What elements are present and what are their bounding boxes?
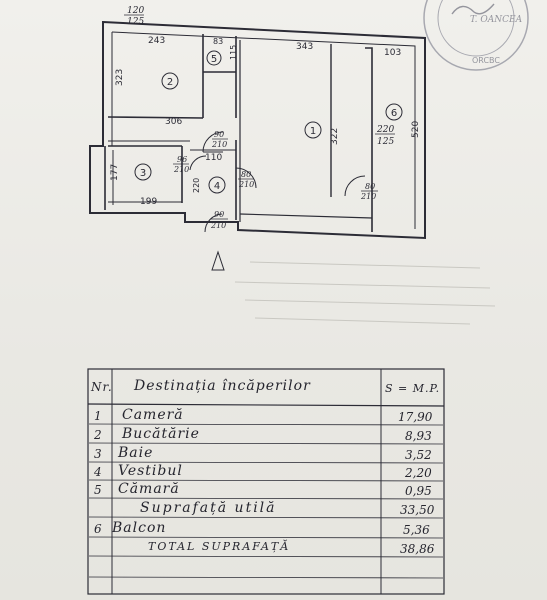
room-name: Vestibul bbox=[118, 463, 183, 479]
door-e-width: 90 bbox=[214, 210, 224, 219]
official-stamp: T. OANCEA ORCBC bbox=[423, 0, 529, 71]
room-area: 8,93 bbox=[405, 429, 432, 443]
row-number: 2 bbox=[94, 428, 102, 442]
door-d-width: 80 bbox=[365, 182, 375, 191]
room-number-6: 6 bbox=[391, 108, 397, 119]
wall-thickness-label: 120 125 bbox=[124, 6, 144, 27]
door-a-height: 210 bbox=[211, 140, 227, 149]
table-header-nr: Nr. bbox=[91, 380, 113, 394]
room-area: 17,90 bbox=[398, 410, 433, 424]
door-d-height: 210 bbox=[360, 192, 376, 201]
room-area: 38,86 bbox=[400, 542, 435, 556]
dim-343: 343 bbox=[296, 42, 313, 52]
dim-110: 110 bbox=[205, 153, 222, 163]
stamp-text-bottom: ORCBC bbox=[472, 56, 500, 65]
door-b-width: 96 bbox=[177, 155, 187, 164]
dim-220-vestibule: 220 bbox=[192, 178, 201, 193]
door-swings bbox=[189, 131, 366, 233]
room-name: Cameră bbox=[122, 407, 184, 423]
faded-background-text bbox=[234, 261, 496, 325]
dim-115: 115 bbox=[229, 45, 238, 60]
door-e-height: 210 bbox=[210, 221, 226, 230]
room-name: Baie bbox=[118, 445, 154, 461]
row-number: 3 bbox=[94, 447, 102, 461]
table-header-destination: Destinația încăperilor bbox=[134, 378, 311, 394]
row-number: 6 bbox=[94, 522, 102, 536]
walls bbox=[89, 20, 426, 240]
table-header-area: S = M.P. bbox=[385, 382, 441, 395]
door-a-width: 90 bbox=[214, 130, 224, 139]
dim-177: 177 bbox=[110, 164, 120, 181]
room-number-2: 2 bbox=[167, 77, 173, 88]
dim-243: 243 bbox=[148, 36, 165, 46]
dim-120: 120 bbox=[127, 6, 144, 16]
dim-199: 199 bbox=[140, 197, 157, 207]
dim-322: 322 bbox=[330, 128, 340, 145]
door-c-width: 80 bbox=[241, 170, 251, 179]
stamp-text-top: T. OANCEA bbox=[470, 15, 523, 25]
dim-520: 520 bbox=[411, 121, 421, 138]
rooms-table-grid bbox=[87, 368, 445, 595]
dim-125: 125 bbox=[127, 17, 144, 27]
room-area: 0,95 bbox=[405, 484, 432, 498]
entrance-arrow-icon bbox=[211, 250, 225, 271]
dim-220: 220 bbox=[376, 125, 394, 135]
room-area: 2,20 bbox=[405, 466, 432, 480]
row-number: 5 bbox=[94, 483, 102, 497]
room-area: 33,50 bbox=[400, 503, 435, 517]
room-number-1: 1 bbox=[310, 126, 316, 137]
room-name: Cămară bbox=[118, 481, 180, 497]
dim-125-balcony: 125 bbox=[377, 137, 394, 147]
room-number-4: 4 bbox=[214, 181, 220, 192]
room-markers bbox=[134, 50, 403, 194]
dim-306: 306 bbox=[165, 117, 182, 127]
room-name: Suprafață utilă bbox=[140, 500, 277, 516]
room-name: Balcon bbox=[112, 520, 167, 536]
row-number: 4 bbox=[94, 465, 102, 479]
dim-83: 83 bbox=[213, 37, 223, 46]
room-name: Bucătărie bbox=[122, 426, 200, 442]
dim-103: 103 bbox=[384, 48, 401, 58]
room-area: 5,36 bbox=[403, 523, 430, 537]
door-b-height: 210 bbox=[173, 165, 189, 174]
dim-323: 323 bbox=[115, 69, 125, 86]
row-number: 1 bbox=[94, 409, 102, 423]
room-area: 3,52 bbox=[405, 448, 432, 462]
door-c-height: 210 bbox=[238, 180, 254, 189]
door-labels: 90 210 96 210 80 210 80 210 90 210 bbox=[173, 130, 378, 230]
room-number-5: 5 bbox=[211, 54, 217, 65]
dimensions: 243 83 115 343 103 323 306 322 520 220 1… bbox=[110, 36, 421, 207]
room-number-3: 3 bbox=[140, 168, 146, 179]
room-name: TOTAL SUPRAFAȚĂ bbox=[148, 540, 291, 553]
